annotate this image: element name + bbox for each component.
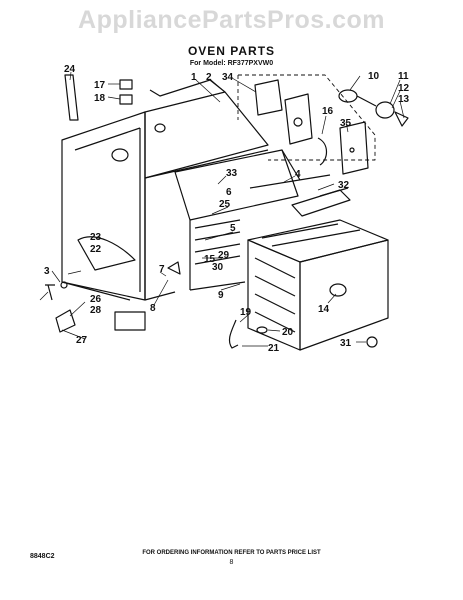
fitting-part bbox=[167, 261, 181, 275]
callout-13: 13 bbox=[398, 94, 410, 105]
callout-31: 31 bbox=[340, 338, 352, 349]
control-parts-box bbox=[237, 74, 376, 161]
ordering-note: FOR ORDERING INFORMATION REFER TO PARTS … bbox=[142, 550, 321, 556]
callout-20: 20 bbox=[282, 327, 294, 338]
page-title: OVEN PARTS bbox=[187, 44, 276, 58]
callout-19: 19 bbox=[240, 307, 252, 318]
hose-part bbox=[317, 137, 328, 166]
diagram-code: 8848C2 bbox=[30, 553, 55, 560]
callout-23: 23 bbox=[90, 232, 102, 243]
oven-vent bbox=[291, 187, 351, 217]
oven-frame bbox=[174, 149, 331, 291]
page-number: 8 bbox=[229, 559, 234, 566]
clamp-part bbox=[55, 309, 76, 333]
model-subtitle: For Model: RF377PXVW0 bbox=[189, 60, 274, 67]
wire-part bbox=[228, 319, 239, 349]
callout-11: 11 bbox=[398, 71, 409, 82]
callout-4: 4 bbox=[295, 169, 301, 180]
callout-34: 34 bbox=[222, 72, 234, 83]
callout-3: 3 bbox=[44, 266, 50, 277]
side-panel-part bbox=[339, 121, 369, 175]
insulation-part bbox=[77, 236, 136, 271]
callout-6: 6 bbox=[226, 187, 232, 198]
callout-32: 32 bbox=[338, 180, 350, 191]
screw-part bbox=[45, 284, 55, 301]
callout-28: 28 bbox=[90, 305, 102, 316]
callout-26: 26 bbox=[90, 294, 102, 305]
callout-35: 35 bbox=[340, 118, 352, 129]
callout-1: 1 bbox=[191, 72, 197, 83]
clip-part-18 bbox=[119, 94, 133, 105]
callout-12: 12 bbox=[398, 83, 410, 94]
callout-15: 15 bbox=[204, 254, 216, 265]
callout-14: 14 bbox=[318, 304, 330, 315]
callout-30: 30 bbox=[212, 262, 224, 273]
callout-10: 10 bbox=[368, 71, 380, 82]
rear-panel-part bbox=[254, 79, 313, 145]
leg-part bbox=[366, 336, 378, 348]
nut-part bbox=[60, 281, 68, 289]
callout-9: 9 bbox=[218, 290, 224, 301]
light-assembly bbox=[338, 89, 409, 127]
watermark: AppliancePartsPros.com bbox=[78, 6, 385, 34]
washer-part bbox=[256, 326, 268, 334]
callout-33: 33 bbox=[226, 168, 238, 179]
bracket-part bbox=[64, 74, 79, 121]
clip-part-17 bbox=[119, 79, 133, 90]
callout-27: 27 bbox=[76, 335, 88, 346]
callout-16: 16 bbox=[322, 106, 334, 117]
callout-25: 25 bbox=[219, 199, 231, 210]
callout-22: 22 bbox=[90, 244, 102, 255]
callout-2: 2 bbox=[206, 72, 212, 83]
block-part bbox=[114, 311, 146, 331]
callout-21: 21 bbox=[268, 343, 280, 354]
oven-liner bbox=[247, 219, 389, 351]
callout-5: 5 bbox=[230, 223, 236, 234]
callout-7: 7 bbox=[159, 264, 165, 275]
callout-8: 8 bbox=[150, 303, 156, 314]
callout-18: 18 bbox=[94, 93, 106, 104]
callout-17: 17 bbox=[94, 80, 106, 91]
callout-24: 24 bbox=[64, 64, 76, 75]
callout-29: 29 bbox=[218, 250, 230, 261]
